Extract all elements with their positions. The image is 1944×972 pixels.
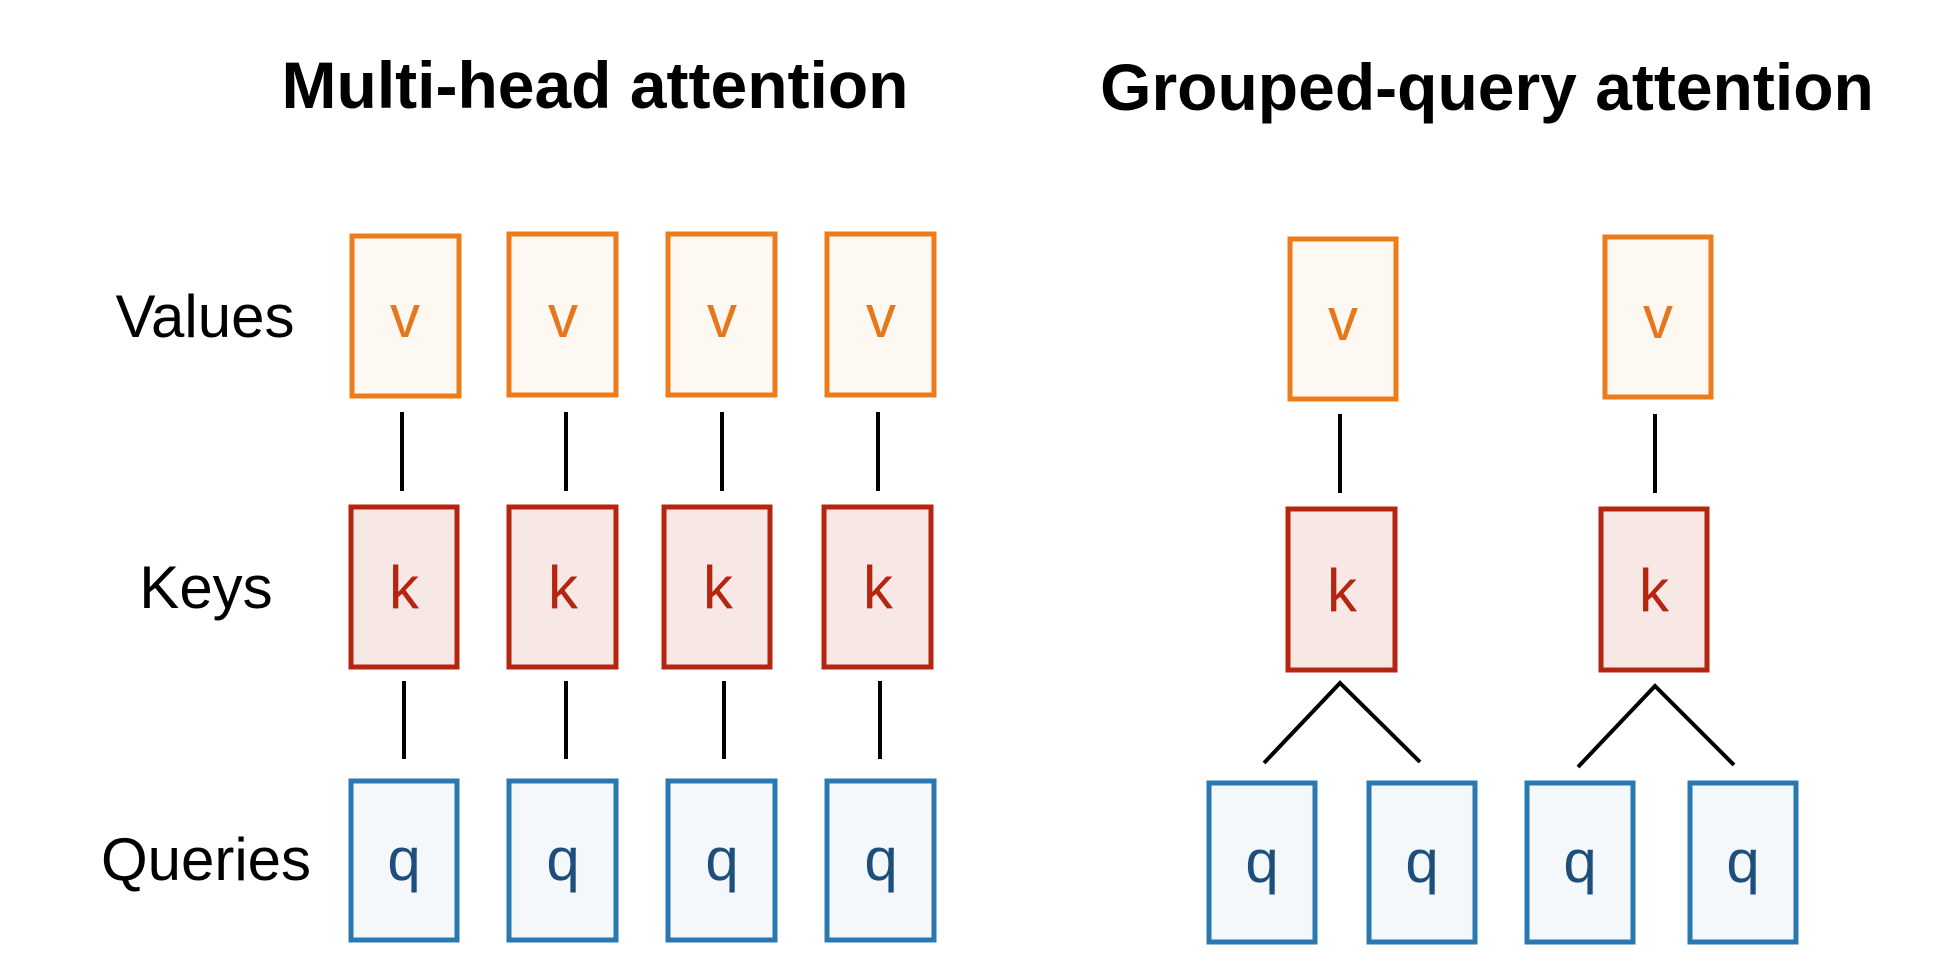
- svg-text:k: k: [1639, 557, 1670, 624]
- svg-text:v: v: [1643, 284, 1673, 351]
- mha-key-box: k: [348, 504, 460, 670]
- svg-text:q: q: [1563, 828, 1596, 895]
- svg-text:v: v: [1328, 286, 1358, 353]
- gqa-title: Grouped-query attention: [1100, 50, 1874, 124]
- mha-title: Multi-head attention: [282, 48, 909, 122]
- mha-key-box: k: [821, 504, 934, 670]
- svg-text:k: k: [703, 554, 734, 621]
- gqa-key-box: k: [1598, 506, 1710, 673]
- svg-text:k: k: [389, 554, 420, 621]
- row-label-values: Values: [115, 283, 294, 350]
- mha-value-box: v: [665, 231, 778, 398]
- gqa-key-box: k: [1285, 506, 1398, 673]
- gqa-kq-fork-connector: [1576, 683, 1736, 769]
- svg-text:q: q: [546, 826, 579, 893]
- gqa-value-box: v: [1287, 236, 1399, 402]
- mha-key-box: k: [506, 504, 619, 670]
- gqa-value-box: v: [1602, 234, 1714, 400]
- svg-text:q: q: [705, 826, 738, 893]
- svg-text:q: q: [1726, 828, 1759, 895]
- gqa-query-box: q: [1524, 780, 1636, 945]
- svg-text:q: q: [1405, 828, 1438, 895]
- gqa-query-box: q: [1206, 780, 1318, 945]
- gqa-kq-fork-connector: [1262, 680, 1422, 765]
- gqa-query-box: q: [1366, 780, 1478, 945]
- mha-value-box: v: [506, 231, 619, 398]
- mha-value-box: v: [349, 233, 462, 399]
- row-label-keys: Keys: [139, 554, 272, 621]
- svg-text:k: k: [1327, 557, 1358, 624]
- svg-text:v: v: [390, 283, 420, 350]
- svg-text:k: k: [863, 554, 894, 621]
- mha-value-box: v: [824, 231, 937, 398]
- svg-text:k: k: [548, 554, 579, 621]
- gqa-query-box: q: [1687, 780, 1799, 945]
- svg-text:q: q: [1245, 828, 1278, 895]
- svg-text:v: v: [707, 283, 737, 350]
- svg-text:q: q: [864, 826, 897, 893]
- mha-key-box: k: [661, 504, 773, 670]
- mha-query-box: q: [348, 778, 460, 943]
- svg-text:v: v: [866, 283, 896, 350]
- row-label-queries: Queries: [101, 826, 311, 893]
- mha-query-box: q: [665, 778, 778, 943]
- svg-text:v: v: [548, 283, 578, 350]
- svg-text:q: q: [387, 826, 420, 893]
- mha-query-box: q: [824, 778, 937, 943]
- mha-query-box: q: [506, 778, 619, 943]
